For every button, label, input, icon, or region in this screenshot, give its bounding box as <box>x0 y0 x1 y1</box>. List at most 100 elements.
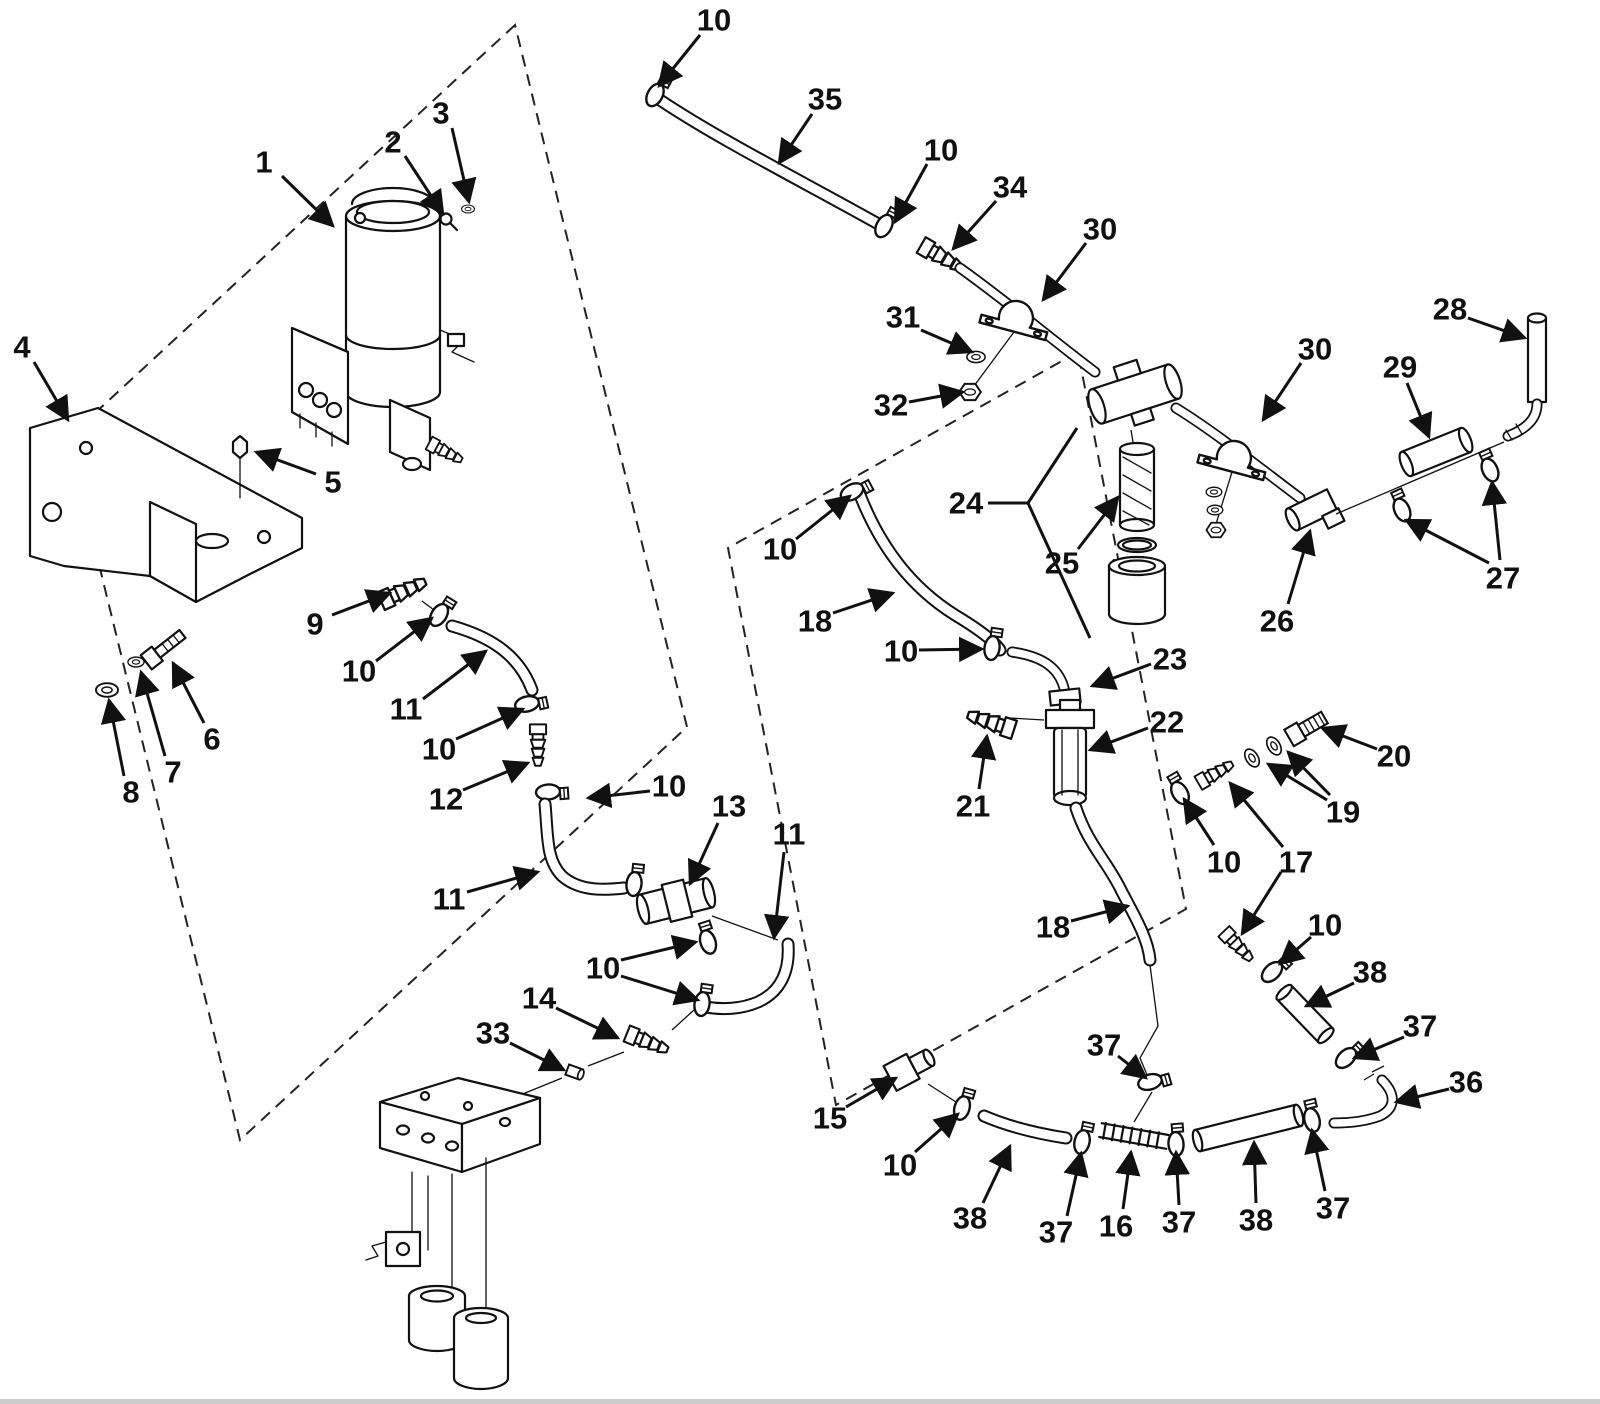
callout-label-8: 8 <box>122 775 139 810</box>
callout-arrow-10 <box>795 494 852 541</box>
callout-label-38: 38 <box>1353 955 1387 990</box>
callout-arrow-21 <box>970 733 997 790</box>
washer-19 <box>1262 733 1286 759</box>
callout-arrow-11 <box>466 865 541 894</box>
strainer-element-25 <box>1118 441 1156 533</box>
barb-fitting-17 <box>1217 925 1258 966</box>
callout-arrow-10 <box>918 636 985 663</box>
hose-clamp-10 <box>534 781 570 803</box>
callout-label-31: 31 <box>886 300 920 335</box>
callout-label-35: 35 <box>808 82 842 117</box>
callout-label-4: 4 <box>13 330 31 365</box>
hose-11-upper <box>445 619 539 697</box>
p-clamp-30 <box>978 291 1055 342</box>
callout-arrow-1 <box>280 174 335 228</box>
barb-fitting-21 <box>963 704 1019 740</box>
callout-label-5: 5 <box>324 465 341 500</box>
callout-arrow-10 <box>1278 935 1312 966</box>
hose-clamp-37 <box>1298 1097 1324 1135</box>
callout-arrow-15 <box>845 1076 899 1109</box>
callout-label-2: 2 <box>384 125 401 160</box>
callout-arrow-38 <box>1303 981 1355 1008</box>
callout-label-29: 29 <box>1383 350 1417 385</box>
strainer-bowl <box>1107 555 1167 626</box>
callout-arrow-28 <box>1467 316 1528 343</box>
hose-38-left <box>977 1109 1073 1145</box>
callout-label-28: 28 <box>1433 292 1467 327</box>
callout-arrow-9 <box>331 589 393 617</box>
callout-arrow-31 <box>920 328 975 355</box>
callout-label-16: 16 <box>1099 1209 1133 1244</box>
hose-35 <box>653 93 889 233</box>
callout-arrow-27 <box>1481 479 1508 561</box>
callout-label-22: 22 <box>1150 705 1184 740</box>
callout-arrow-10 <box>585 782 651 809</box>
callout-label-10: 10 <box>586 951 620 986</box>
callout-arrow-37 <box>1063 1150 1089 1217</box>
callout-label-18: 18 <box>1036 910 1070 945</box>
callout-arrow-33 <box>509 1041 567 1072</box>
callout-label-24: 24 <box>949 486 984 521</box>
assembly-centerline <box>421 600 435 611</box>
mounting-bracket <box>28 406 304 604</box>
callout-arrow-37 <box>1304 1127 1330 1192</box>
callout-label-37: 37 <box>1403 1009 1437 1044</box>
callout-label-10: 10 <box>1308 908 1342 943</box>
callout-arrow-34 <box>951 199 998 251</box>
spring-fitting-16 <box>1098 1121 1170 1151</box>
tube-fitting-28 <box>1502 312 1548 442</box>
callout-arrow-30 <box>1261 362 1303 423</box>
callout-arrow-26 <box>1286 528 1316 605</box>
screw-2 <box>439 212 459 232</box>
washer-31 <box>966 350 986 364</box>
callout-label-38: 38 <box>1239 1203 1273 1238</box>
callout-arrow-18 <box>1070 899 1131 925</box>
hose-11-middle <box>538 797 631 896</box>
tube-38-right <box>1191 1103 1305 1153</box>
callout-arrow-2 <box>403 155 445 217</box>
callout-arrow-19 <box>1265 762 1328 802</box>
callout-label-3: 3 <box>432 96 449 131</box>
bolt-6 <box>139 628 187 671</box>
callout-label-10: 10 <box>342 654 376 689</box>
callout-arrow-10 <box>1182 796 1216 846</box>
barb-fitting-9 <box>375 571 431 612</box>
tube-38-branch <box>1275 983 1335 1045</box>
elbow-fitting-23 <box>1006 646 1082 707</box>
callout-arrow-8 <box>100 697 126 777</box>
callout-arrow-29 <box>1405 382 1433 440</box>
callout-label-37: 37 <box>1087 1028 1121 1063</box>
callout-arrow-7 <box>135 669 167 757</box>
assembly-centerline <box>1335 441 1505 515</box>
callout-label-34: 34 <box>993 170 1028 205</box>
callout-label-10: 10 <box>652 769 686 804</box>
check-valve-13 <box>635 877 717 925</box>
callout-arrow-35 <box>777 113 814 166</box>
callout-arrow-22 <box>1087 726 1149 754</box>
callout-label-21: 21 <box>956 789 990 824</box>
callout-arrow-17 <box>1228 781 1285 848</box>
callout-label-10: 10 <box>883 1148 917 1183</box>
hose-routing-line <box>1139 964 1159 1083</box>
callout-layer: 1234567891035103430283132302927262524101… <box>13 3 1528 1250</box>
strainer-o-ring <box>1116 536 1158 554</box>
callout-arrow-13 <box>687 822 720 887</box>
screw-5 <box>231 434 249 499</box>
callout-label-10: 10 <box>1207 845 1241 880</box>
callout-label-20: 20 <box>1377 739 1411 774</box>
washer-8 <box>95 682 119 698</box>
assembly-centerline <box>1215 471 1233 525</box>
callout-arrow-24 <box>1026 502 1092 639</box>
callout-label-37: 37 <box>1162 1205 1196 1240</box>
callout-arrow-16 <box>1115 1149 1141 1210</box>
hose-18-lower <box>1069 801 1157 967</box>
callout-arrow-38 <box>981 1143 1012 1204</box>
callout-label-7: 7 <box>164 755 181 790</box>
washer-3 <box>460 204 476 214</box>
callout-label-10: 10 <box>924 133 958 168</box>
callout-arrow-37 <box>1117 1053 1149 1080</box>
callout-label-11: 11 <box>390 692 423 727</box>
callout-arrow-12 <box>462 760 531 792</box>
